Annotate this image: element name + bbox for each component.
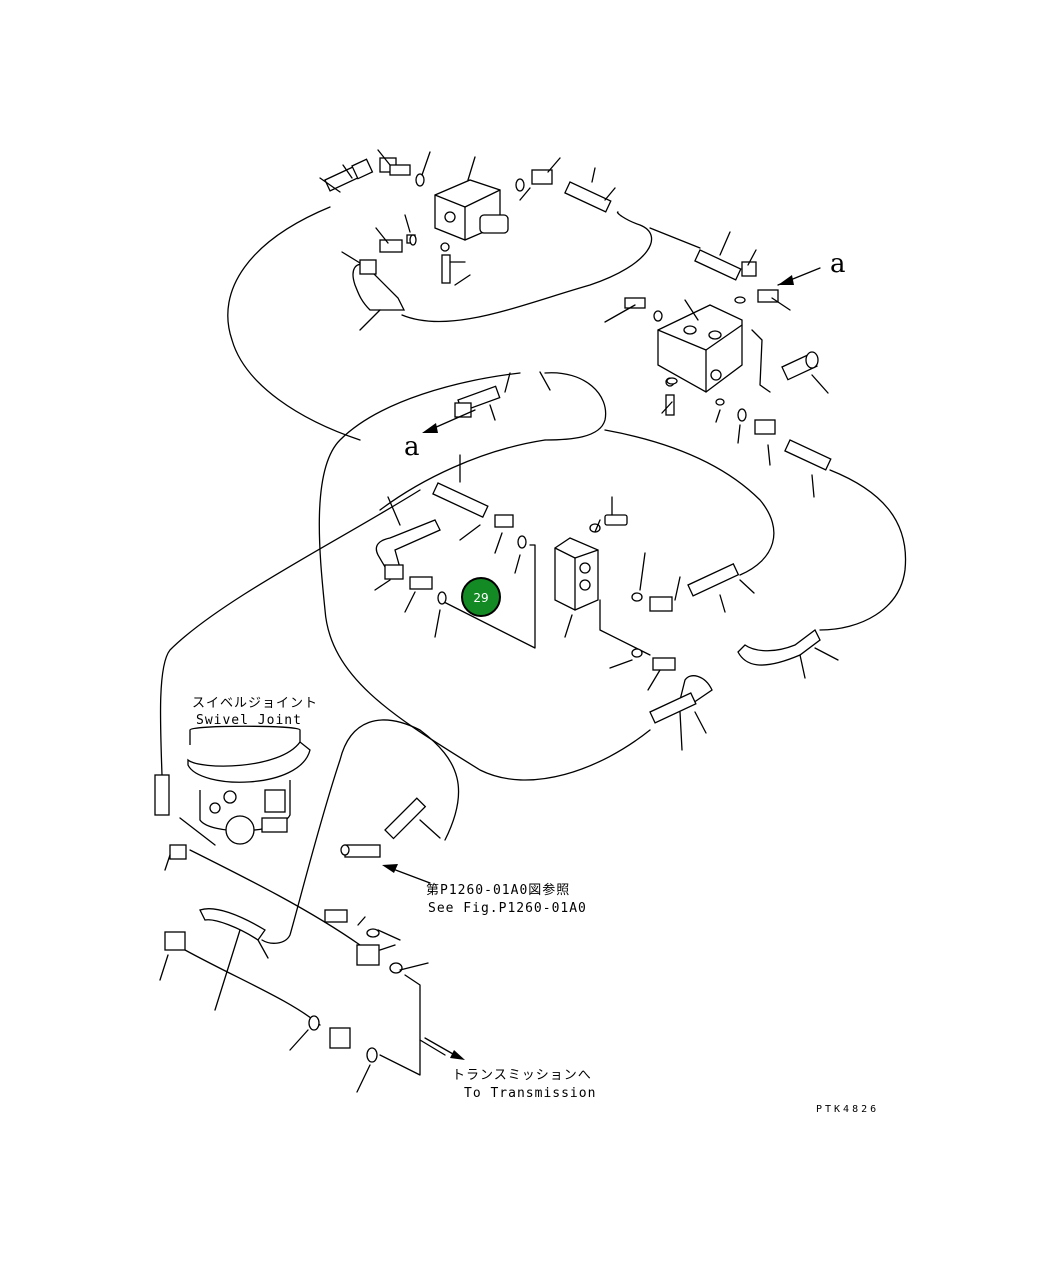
hose-routing bbox=[159, 206, 907, 1076]
o-rings bbox=[308, 173, 747, 1063]
see-fig-label-jp: 第P1260-01A0図参照 bbox=[426, 882, 570, 898]
arrow-label-right: a bbox=[830, 249, 846, 279]
direction-arrows bbox=[382, 267, 821, 1060]
transmission-label-jp: トランスミッションへ bbox=[452, 1068, 592, 1083]
hose-fittings bbox=[154, 157, 832, 1049]
top-valve-block bbox=[434, 179, 509, 284]
leader-lines bbox=[159, 149, 839, 1093]
callout-number[interactable]: 29 bbox=[473, 591, 488, 605]
part-callout-29[interactable]: 29 bbox=[461, 577, 501, 617]
right-valve-block bbox=[657, 304, 743, 416]
swivel-joint bbox=[187, 725, 311, 845]
center-valve-block bbox=[554, 514, 628, 611]
callout-circle[interactable] bbox=[461, 577, 501, 617]
swivel-label-en: Swivel Joint bbox=[196, 713, 302, 728]
swivel-label-jp: スイベルジョイント bbox=[192, 696, 318, 711]
drawing-code: PTK4826 bbox=[816, 1104, 879, 1115]
transmission-label-en: To Transmission bbox=[464, 1086, 596, 1101]
diagram-labels: a a スイベルジョイント Swivel Joint 第P1260-01A0図参… bbox=[192, 249, 879, 1115]
arrow-label-left: a bbox=[404, 432, 420, 462]
see-fig-label-en: See Fig.P1260-01A0 bbox=[428, 901, 587, 916]
